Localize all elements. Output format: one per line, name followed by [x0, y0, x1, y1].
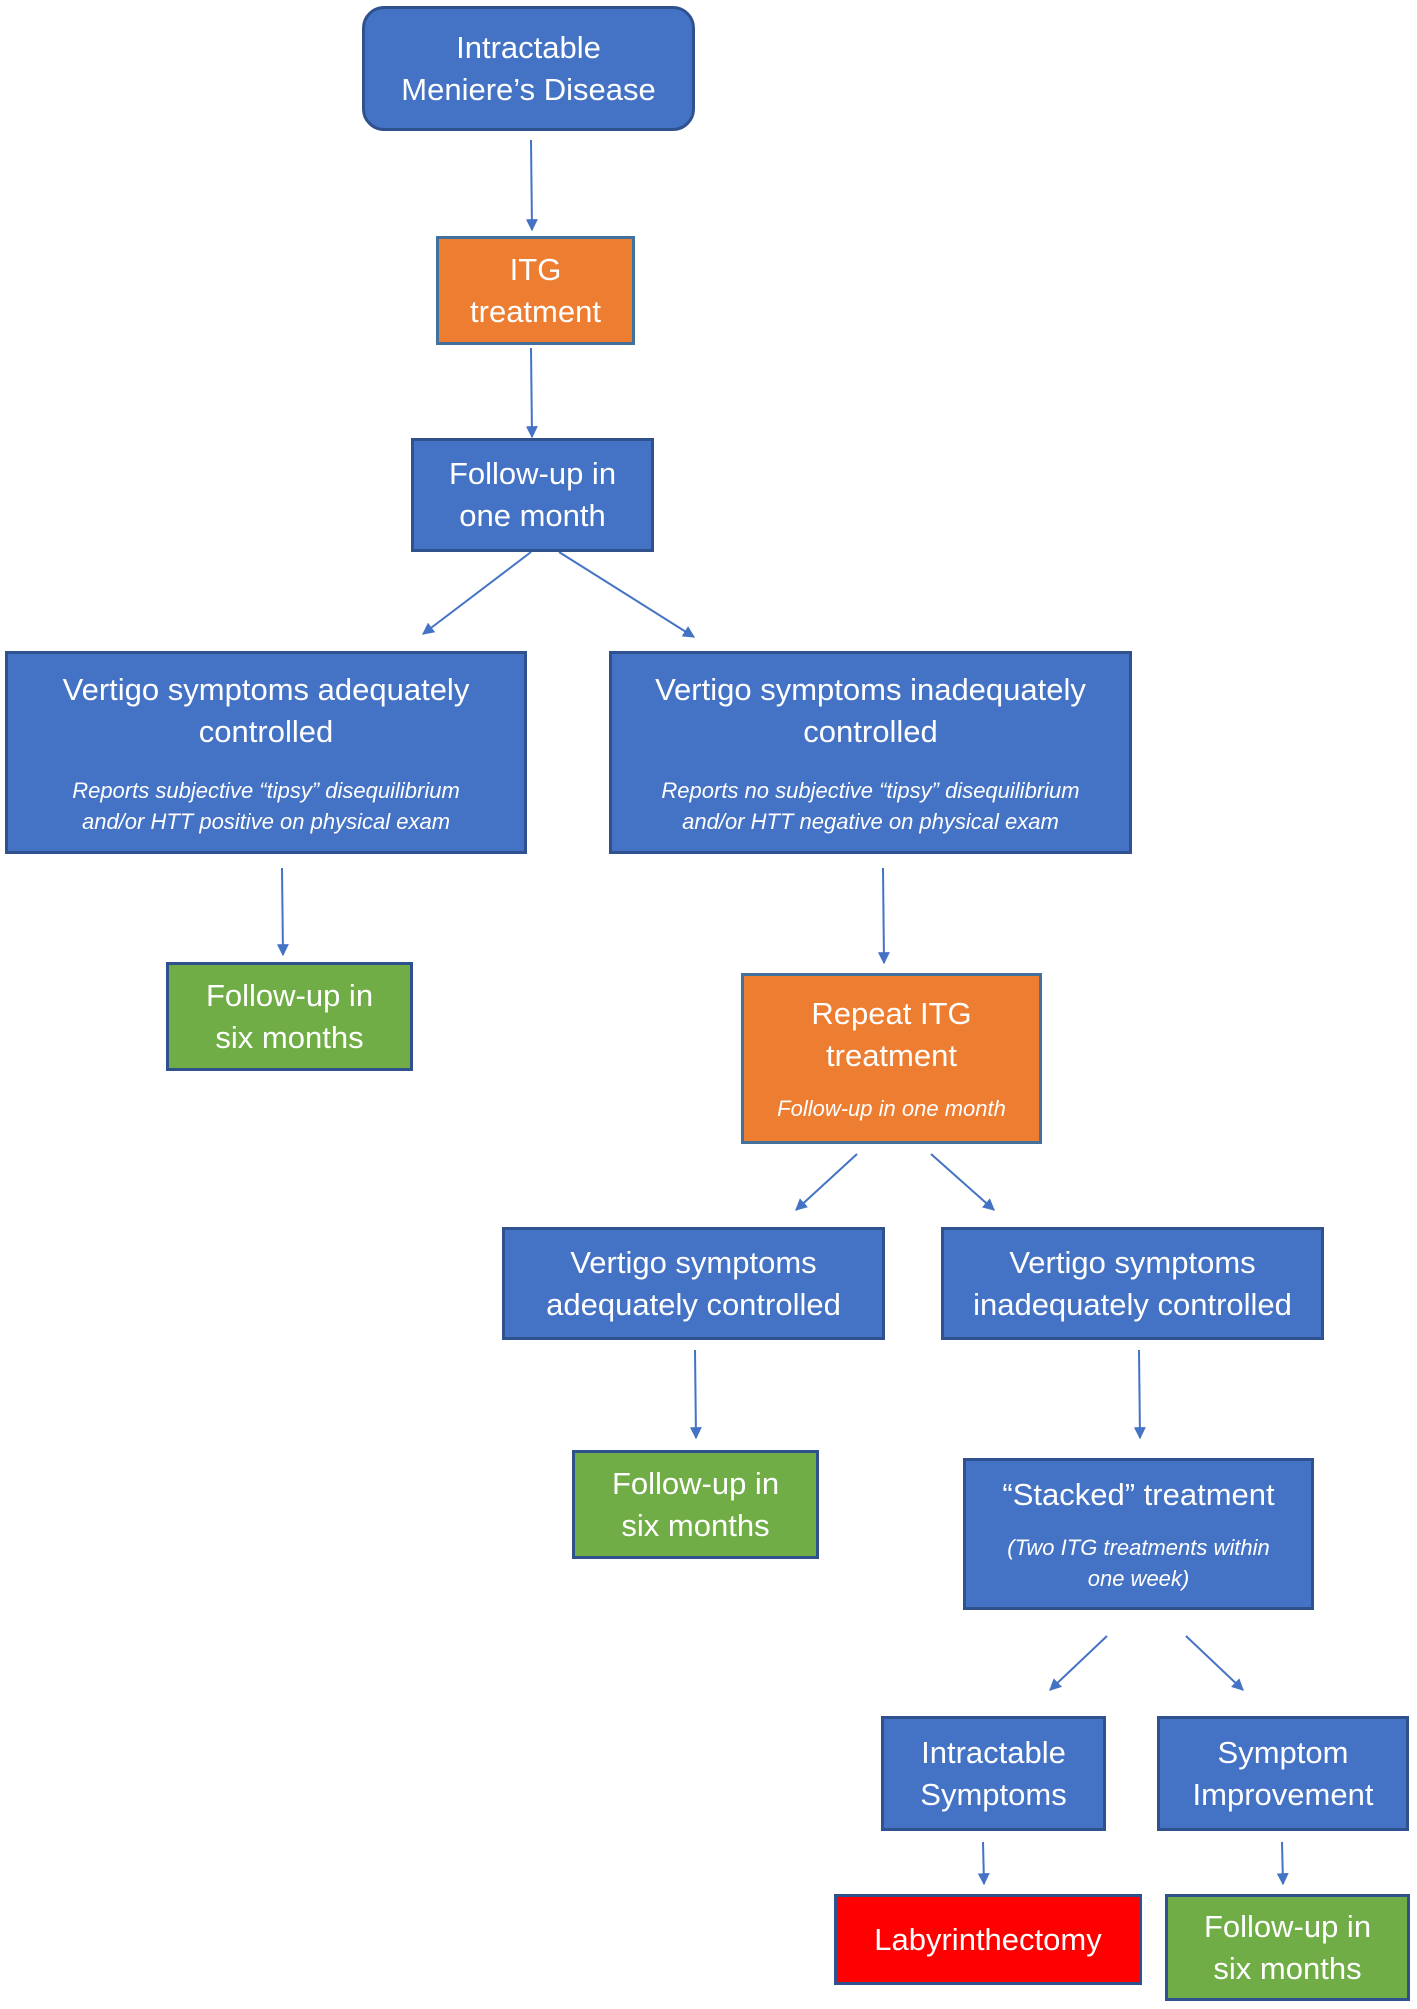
arrow-start-to-itg [525, 139, 538, 232]
node-title: Follow-up in six months [611, 1465, 780, 1543]
node-note: Reports no subjective “tipsy” disequilib… [661, 777, 1080, 834]
node-intractable-menieres: Intractable Meniere’s Disease [362, 6, 695, 131]
node-title: Intractable Meniere’s Disease [401, 29, 656, 107]
node-note: (Two ITG treatments within one week) [1007, 1535, 1270, 1591]
node-vertigo-inadequately-controlled: Vertigo symptoms inadequately controlled… [609, 651, 1132, 854]
node-followup-one-month: Follow-up in one month [411, 438, 654, 552]
arrow-stacked-to-improvement [1185, 1635, 1244, 1691]
arrow-stacked-to-intractable [1049, 1635, 1108, 1691]
node-itg-treatment: ITG treatment [436, 236, 635, 345]
node-vertigo-adequately-controlled-2: Vertigo symptoms adequately controlled [502, 1227, 885, 1340]
node-title: Follow-up in six months [205, 977, 374, 1055]
node-title: Vertigo symptoms adequately controlled [546, 1244, 841, 1322]
arrow-inadequate2-to-stacked [1133, 1349, 1146, 1440]
node-labyrinthectomy: Labyrinthectomy [834, 1894, 1142, 1985]
arrow-intractable-to-labyrinthectomy [977, 1841, 990, 1886]
node-note: Reports subjective “tipsy” disequilibriu… [72, 777, 460, 834]
arrow-improvement-to-sixmonths [1276, 1841, 1289, 1886]
node-vertigo-inadequately-controlled-2: Vertigo symptoms inadequately controlled [941, 1227, 1324, 1340]
node-title: Intractable Symptoms [920, 1734, 1067, 1812]
node-intractable-symptoms: Intractable Symptoms [881, 1716, 1106, 1831]
arrow-followup-to-adequate [422, 551, 532, 635]
node-vertigo-adequately-controlled: Vertigo symptoms adequately controlled R… [5, 651, 527, 854]
node-title: Repeat ITG treatment [811, 996, 972, 1073]
node-followup-six-months-3: Follow-up in six months [1165, 1894, 1410, 2001]
node-title: ITG treatment [470, 251, 601, 329]
node-title: Vertigo symptoms inadequately controlled [655, 671, 1086, 749]
node-note: Follow-up in one month [777, 1096, 1006, 1121]
arrow-repeat-to-adequate2 [795, 1153, 858, 1211]
node-repeat-itg-treatment: Repeat ITG treatment Follow-up in one mo… [741, 973, 1042, 1144]
node-title: Follow-up in six months [1203, 1908, 1372, 1986]
node-title: Vertigo symptoms adequately controlled [62, 671, 470, 749]
node-title: Labyrinthectomy [874, 1921, 1102, 1957]
arrow-followup-to-inadequate [558, 551, 696, 638]
node-title: Vertigo symptoms inadequately controlled [973, 1244, 1292, 1322]
node-title: Follow-up in one month [448, 456, 617, 533]
node-title: Symptom Improvement [1192, 1734, 1374, 1812]
arrow-adequate-to-sixmonths [276, 867, 289, 957]
arrow-inadequate-to-repeat [877, 867, 890, 965]
node-stacked-treatment: “Stacked” treatment (Two ITG treatments … [963, 1458, 1314, 1610]
arrow-adequate2-to-sixmonths [689, 1349, 702, 1440]
arrow-itg-to-followup [525, 347, 538, 439]
node-followup-six-months-2: Follow-up in six months [572, 1450, 819, 1559]
node-followup-six-months-1: Follow-up in six months [166, 962, 413, 1071]
node-symptom-improvement: Symptom Improvement [1157, 1716, 1409, 1831]
arrow-repeat-to-inadequate2 [930, 1153, 995, 1211]
node-title: “Stacked” treatment [1002, 1477, 1275, 1512]
